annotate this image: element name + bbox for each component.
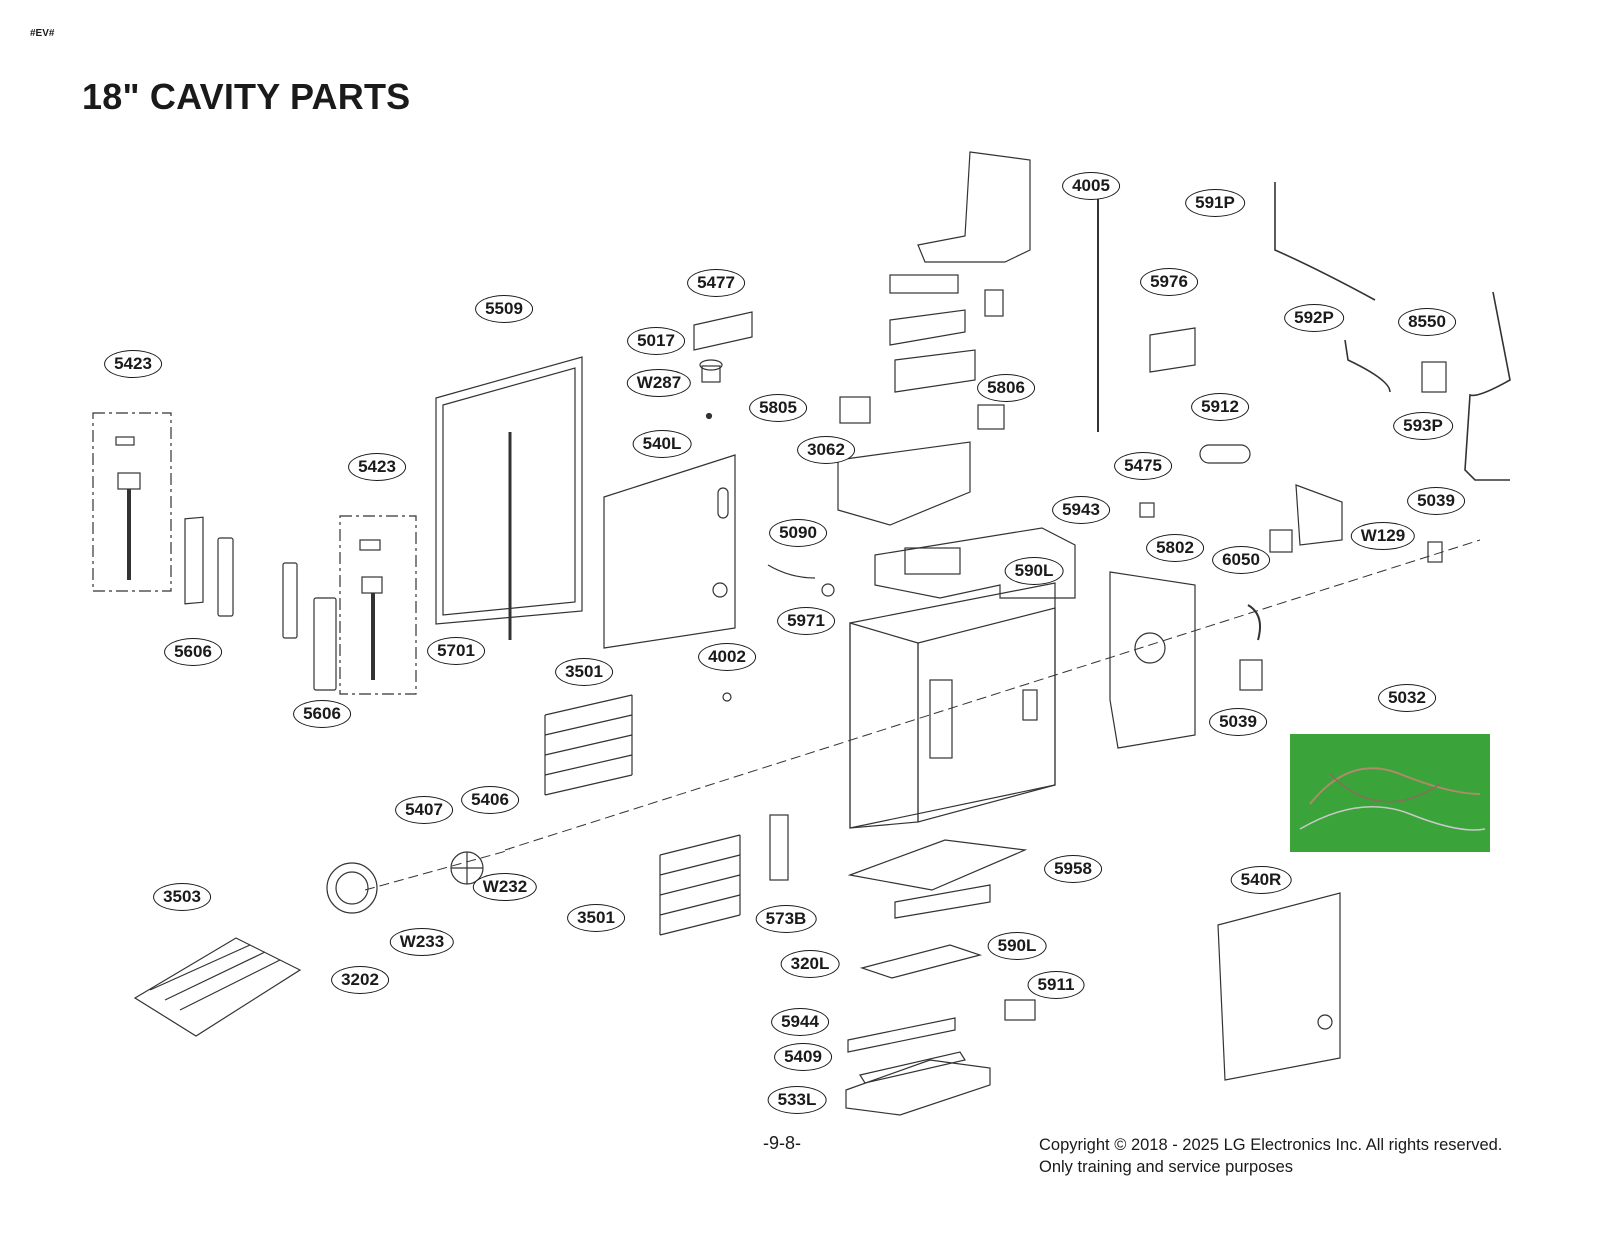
wire-harness-photo: [1290, 734, 1490, 852]
callout-320l: 320L: [780, 950, 840, 978]
callout-5944: 5944: [771, 1008, 829, 1036]
right-cover: [1295, 484, 1343, 546]
small-plate: [1269, 529, 1293, 553]
callout-5423-right: 5423: [348, 453, 406, 481]
callout-5477: 5477: [687, 269, 745, 297]
heater-shield: [859, 944, 983, 979]
bake-element-bracket: [894, 884, 991, 919]
callout-5090: 5090: [769, 519, 827, 547]
callout-w232: W232: [472, 873, 538, 901]
callout-3503: 3503: [153, 883, 211, 911]
callout-5958: 5958: [1044, 855, 1102, 883]
lower-components: [845, 999, 1036, 1116]
callout-4005: 4005: [1062, 172, 1120, 200]
terminal-block: [1427, 541, 1443, 563]
callout-5509: 5509: [475, 295, 533, 323]
callout-5802: 5802: [1146, 534, 1204, 562]
page-number: -9-8-: [762, 1133, 802, 1153]
callout-5409: 5409: [774, 1043, 832, 1071]
lamp-bracket-parts: [693, 311, 753, 420]
callout-5701: 5701: [427, 637, 485, 665]
callout-5943: 5943: [1052, 496, 1110, 524]
rack-guide-upper: [544, 694, 633, 796]
gas-valve: [1421, 361, 1447, 393]
callout-5423-left: 5423: [104, 350, 162, 378]
callout-593p: 593P: [1393, 412, 1453, 440]
callout-592p: 592P: [1284, 304, 1344, 332]
oven-rack: [133, 937, 302, 1037]
callout-8550: 8550: [1398, 308, 1456, 336]
callout-3202: 3202: [331, 966, 389, 994]
convection-fan: [326, 851, 484, 914]
callout-5805: 5805: [749, 394, 807, 422]
cavity-frame: [849, 582, 1056, 829]
callout-590l-upper: 590L: [1004, 557, 1064, 585]
sensor-group-right: [339, 515, 417, 695]
callout-5971: 5971: [777, 607, 835, 635]
callout-w233: W233: [389, 928, 455, 956]
callout-5912: 5912: [1191, 393, 1249, 421]
gas-pipes: [1274, 182, 1511, 481]
callout-590l-lower: 590L: [987, 932, 1047, 960]
door-lock-box: [874, 527, 1076, 599]
usage-line: Only training and service purposes: [1039, 1158, 1294, 1176]
switch-bracket: [1239, 659, 1263, 691]
callout-5606-mid: 5606: [293, 700, 351, 728]
insulation-strips: [184, 516, 337, 691]
callout-5407: 5407: [395, 796, 453, 824]
hinge-receiver: [769, 814, 789, 881]
callout-573b: 573B: [755, 905, 817, 933]
callout-5806: 5806: [977, 374, 1035, 402]
callout-5039-lower: 5039: [1209, 708, 1267, 736]
thermal-clamp: [1247, 604, 1261, 641]
document-code: #EV#: [30, 28, 55, 39]
copyright-line: Copyright © 2018 - 2025 LG Electronics I…: [1039, 1136, 1503, 1154]
right-side-panel: [1217, 892, 1341, 1081]
callout-w287: W287: [626, 369, 692, 397]
callout-5475: 5475: [1114, 452, 1172, 480]
callout-540l: 540L: [632, 430, 692, 458]
callout-5976: 5976: [1140, 268, 1198, 296]
callout-6050: 6050: [1212, 546, 1270, 574]
callout-3501-lower: 3501: [567, 904, 625, 932]
callout-533l: 533L: [767, 1086, 827, 1114]
callout-3501-upper: 3501: [555, 658, 613, 686]
small-bracket: [1139, 502, 1155, 518]
rear-panel: [1109, 571, 1196, 749]
callout-5406: 5406: [461, 786, 519, 814]
callout-591p: 591P: [1185, 189, 1245, 217]
sensor-group-left: [92, 412, 172, 592]
top-cooling-assembly: [837, 151, 1031, 526]
callout-4002: 4002: [698, 643, 756, 671]
left-side-panel: [603, 454, 736, 649]
callout-5032: 5032: [1378, 684, 1436, 712]
callout-w129: W129: [1350, 522, 1416, 550]
page-title: 18" CAVITY PARTS: [82, 76, 411, 117]
callout-5911: 5911: [1027, 971, 1085, 999]
copyright-notice: Copyright © 2018 - 2025 LG Electronics I…: [1039, 1134, 1502, 1178]
door-seal-frame: [435, 356, 583, 640]
air-duct: [1149, 327, 1196, 373]
callout-540r: 540R: [1230, 866, 1292, 894]
callout-5606-left: 5606: [164, 638, 222, 666]
assembly-axis-lines: [364, 539, 1481, 891]
rack-guide-lower: [659, 834, 741, 936]
callout-5017: 5017: [627, 327, 685, 355]
heater-connector: [1199, 444, 1251, 464]
callout-3062: 3062: [797, 436, 855, 464]
bottom-plate: [847, 839, 1028, 891]
callout-5039-upper: 5039: [1407, 487, 1465, 515]
lamp-wire-parts: [722, 564, 835, 702]
